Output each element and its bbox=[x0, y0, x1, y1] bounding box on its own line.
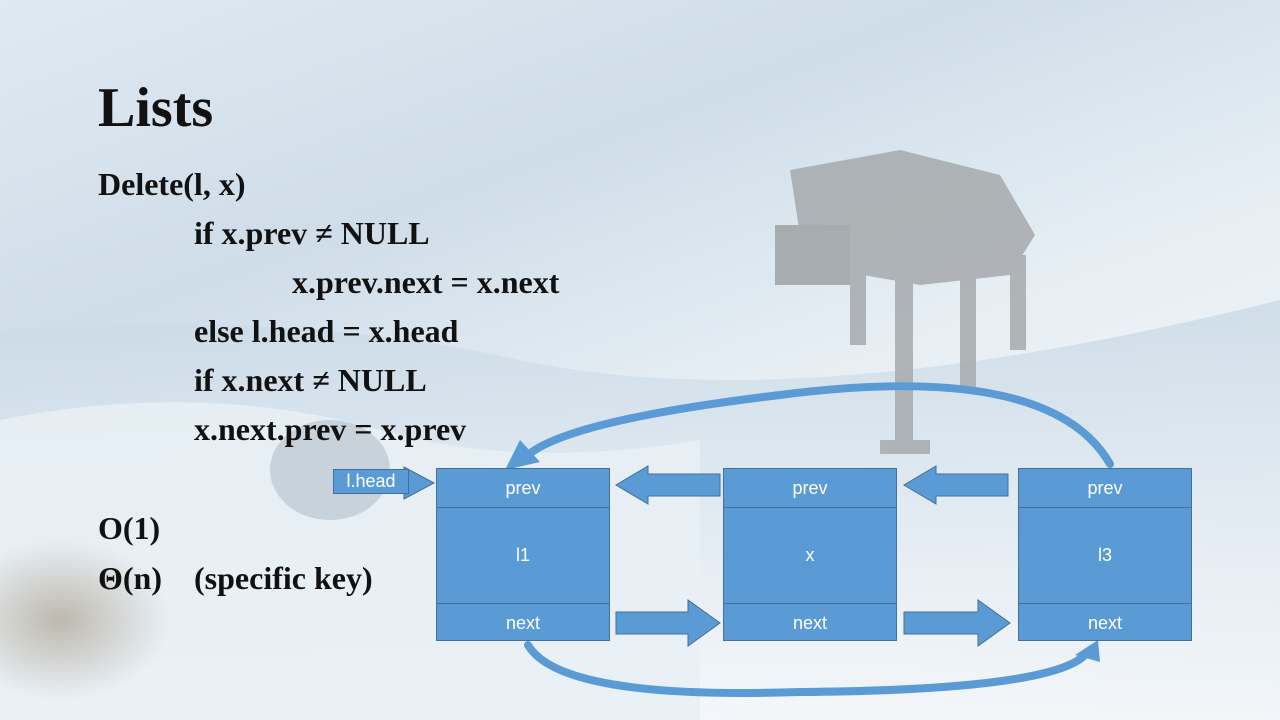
dome-shape bbox=[270, 420, 390, 520]
bottom-curved-arrow bbox=[524, 641, 1089, 697]
code-line-if-next: if x.next ≠ NULL bbox=[194, 362, 427, 398]
slide-title: Lists bbox=[98, 77, 214, 139]
node-value: l3 bbox=[1097, 544, 1112, 565]
bottom-curved-arrowhead bbox=[1075, 640, 1100, 662]
list-node-l1: prev l1 next bbox=[436, 468, 610, 641]
list-node-x: prev x next bbox=[723, 468, 897, 641]
next-arrow-l1-to-x bbox=[615, 599, 721, 647]
complexity-label: O(1) bbox=[98, 510, 161, 546]
code-line-assign-next-prev: x.next.prev = x.prev bbox=[194, 411, 467, 447]
top-curved-arrowhead bbox=[505, 440, 540, 470]
node-next-field: next bbox=[437, 603, 609, 643]
head-label: l.head bbox=[333, 469, 409, 494]
smoke-cloud bbox=[0, 540, 170, 700]
node-value: x bbox=[805, 544, 815, 565]
next-arrow-x-to-l3 bbox=[903, 599, 1011, 647]
complexity-label: Θ(n) bbox=[98, 560, 162, 596]
complexity-note: (specific key) bbox=[194, 560, 373, 596]
node-next-field: next bbox=[1019, 603, 1191, 643]
code-line-else-head: else l.head = x.head bbox=[194, 313, 459, 349]
code-line-signature: Delete(l, x) bbox=[98, 166, 246, 202]
node-prev-field: prev bbox=[724, 469, 896, 508]
prev-arrow-x-to-l1 bbox=[615, 465, 721, 505]
code-line-if-prev: if x.prev ≠ NULL bbox=[194, 215, 430, 251]
node-prev-field: prev bbox=[1019, 469, 1191, 508]
top-curved-arrow bbox=[524, 382, 1114, 468]
code-line-assign-prev-next: x.prev.next = x.next bbox=[292, 264, 560, 300]
list-node-l3: prev l3 next bbox=[1018, 468, 1192, 641]
node-prev-field: prev bbox=[437, 469, 609, 508]
node-value: l1 bbox=[515, 544, 530, 565]
walker-silhouette bbox=[775, 150, 1035, 454]
node-next-field: next bbox=[724, 603, 896, 643]
prev-arrow-l3-to-x bbox=[903, 465, 1009, 505]
